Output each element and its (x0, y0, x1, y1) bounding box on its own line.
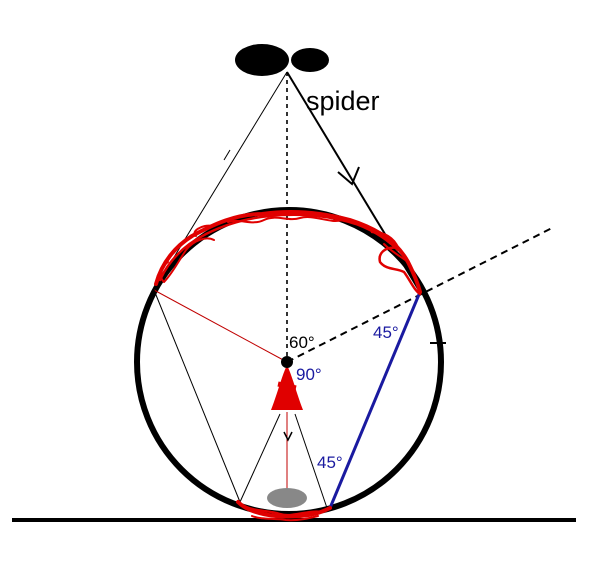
red-bottom-scribble (236, 500, 332, 522)
angle-45-upper-label: 45° (373, 323, 399, 342)
thread-arrow-icon (337, 166, 360, 186)
angle-90-label: 90° (296, 365, 322, 384)
spider-icon (235, 44, 329, 76)
left-thread-line (153, 71, 288, 291)
spider-label: spider (306, 86, 380, 116)
drop-crossbar (277, 381, 297, 391)
right-chord-thin (294, 413, 328, 509)
angle-60-label: 60° (289, 333, 315, 352)
red-radius-line (153, 289, 288, 363)
red-web-scribble (154, 210, 422, 296)
angle-45-lower-label: 45° (317, 453, 343, 472)
drip-arrow-icon (283, 431, 293, 442)
left-chord-inner (239, 413, 281, 503)
left-chord-outer (153, 289, 241, 503)
grey-blob-icon (267, 488, 307, 508)
small-arrow-icon (223, 149, 231, 161)
center-dot (281, 356, 293, 368)
blue-chord-line (328, 291, 422, 509)
